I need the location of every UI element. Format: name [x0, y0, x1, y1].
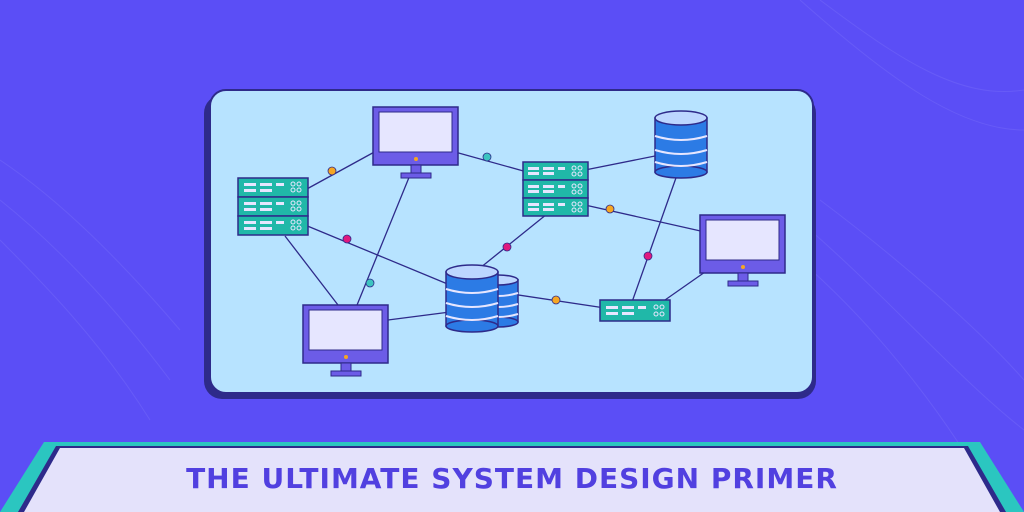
database-icon [445, 264, 499, 333]
monitor-icon [302, 304, 389, 377]
dot-orange [327, 166, 337, 176]
dot-teal [482, 152, 492, 162]
monitor-icon [699, 214, 786, 287]
page-title: THE ULTIMATE SYSTEM DESIGN PRIMER [186, 462, 838, 495]
server-rack-icon [237, 177, 309, 236]
dot-pink [342, 234, 352, 244]
dot-pink [643, 251, 653, 261]
dot-teal [365, 278, 375, 288]
server-rack-icon [522, 161, 589, 217]
database-icon [654, 110, 708, 179]
monitor-icon [372, 106, 459, 179]
dot-pink [502, 242, 512, 252]
dot-orange [605, 204, 615, 214]
dot-orange [551, 295, 561, 305]
connection-dots [327, 152, 653, 305]
connection-lines [284, 149, 706, 321]
router-icon [599, 299, 671, 322]
